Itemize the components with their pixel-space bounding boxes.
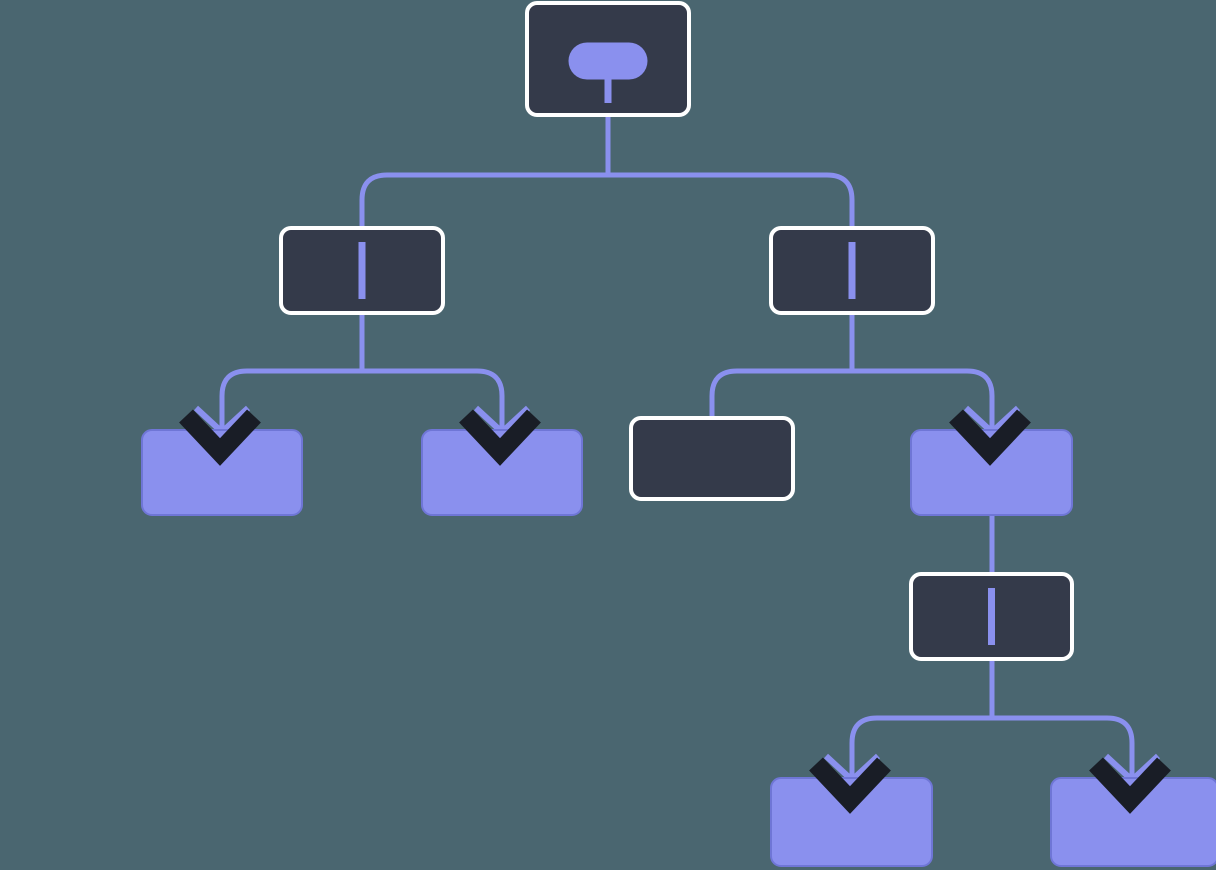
level4-leaf-a-box[interactable]	[770, 777, 933, 867]
level3-dark-node-vline-glyph	[988, 588, 995, 645]
level2-leaf-b[interactable]	[421, 429, 583, 516]
edge-level1left-to-leaf-a	[219, 313, 365, 430]
level2-branch-d[interactable]	[910, 429, 1073, 516]
edge-root-to-level1-right	[605, 115, 855, 228]
arrowhead-branch-d	[949, 409, 1031, 466]
arrowhead-leaf-b	[459, 409, 541, 466]
level2-leaf-b-box[interactable]	[421, 429, 583, 516]
arrowhead-l4-leaf-a	[809, 757, 891, 814]
edge-level1right-to-branch-d	[849, 313, 995, 430]
root-node[interactable]	[525, 1, 691, 117]
arrowhead-leaf-a	[179, 409, 261, 466]
arrowhead-l4-leaf-b	[1089, 757, 1171, 814]
edge-level1right-to-leaf-c	[709, 313, 855, 418]
level1-right-node[interactable]	[769, 226, 935, 315]
level4-leaf-b-box[interactable]	[1050, 777, 1216, 867]
edge-level3-to-leaf-a	[849, 659, 995, 778]
level2-dark-leaf-c-box[interactable]	[629, 416, 795, 501]
level1-right-node-vline-glyph	[848, 242, 856, 299]
level1-left-node[interactable]	[279, 226, 445, 315]
level2-branch-d-box[interactable]	[910, 429, 1073, 516]
level2-leaf-a-box[interactable]	[141, 429, 303, 516]
level2-leaf-a[interactable]	[141, 429, 303, 516]
level2-dark-leaf-c[interactable]	[629, 416, 795, 501]
level3-dark-node[interactable]	[909, 572, 1074, 661]
level1-left-node-vline-glyph	[358, 242, 366, 299]
edge-level3-to-leaf-b	[989, 659, 1135, 778]
edge-level1left-to-leaf-b	[359, 313, 505, 430]
level4-leaf-a[interactable]	[770, 777, 933, 867]
level4-leaf-b[interactable]	[1050, 777, 1216, 867]
root-node-stem-glyph	[604, 61, 612, 103]
